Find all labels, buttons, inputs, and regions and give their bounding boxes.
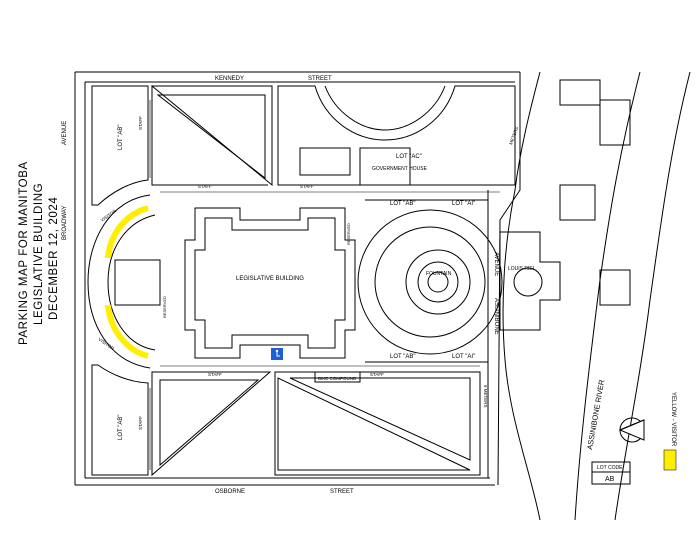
louis-riel-label: LOUIS RIEL [508, 266, 536, 272]
visitor-stalls-north [105, 205, 149, 259]
sw-block [91, 364, 149, 476]
legislative-building [184, 207, 356, 359]
legend-yellow-swatch [663, 449, 677, 471]
north-arc-inner [324, 85, 446, 131]
legislative-building-label: LEGISLATIVE BUILDING [236, 276, 304, 282]
accessible-parking-icon [271, 348, 283, 360]
street-kennedy-a: KENNEDY [215, 76, 244, 82]
assinibone-avenue-east [497, 72, 521, 486]
east-building-2 [599, 99, 631, 146]
nw-block [91, 85, 149, 206]
government-house-grounds [299, 147, 351, 176]
staff-label-s2: STAFF [370, 372, 384, 377]
lot-ab-ne-label: LOT "AB" [390, 201, 416, 207]
staff-label-n1: STAFF [198, 184, 212, 189]
lot-ac-label: LOT "AC" [396, 154, 422, 160]
legend-yellow-visitor: YELLOW - VISITOR [670, 392, 676, 447]
staff-label-s1: STAFF [208, 372, 222, 377]
east-circle-mid [374, 226, 486, 338]
east-circle-outer [357, 209, 503, 355]
west-crescent-inner [107, 214, 156, 351]
government-house-label: GOVERNMENT HOUSE [372, 166, 428, 172]
street-osborne-b: STREET [330, 489, 354, 495]
lot-ai-n-label: LOT "AI" [452, 201, 475, 207]
river-label: ASSINIBONE RIVER [585, 378, 606, 450]
fountain-label: FOUNTAIN [426, 271, 452, 277]
louis-riel-circle [513, 267, 543, 297]
river-bank-west [502, 71, 541, 521]
six-meters-label: 6 METERS [483, 385, 488, 408]
east-lot-edge [365, 199, 489, 363]
visitor-label-n: VISITOR [100, 208, 118, 223]
n-triangle-block [150, 85, 273, 187]
west-plaza [114, 259, 161, 306]
street-broadway-a: AVENUE [62, 121, 68, 145]
lot-ab-sw-label: LOT "AB" [118, 415, 124, 441]
nw-lot-rect [151, 86, 268, 186]
fountain-core [427, 271, 449, 293]
s-triangle-b [289, 377, 471, 461]
reserved-label-e: RESERVED [346, 223, 351, 245]
visitor-stalls-south [105, 304, 149, 359]
lot-code-box [591, 461, 631, 485]
bike-compound-label: BIKE COMPOUND [318, 376, 357, 381]
s-block-left-inner [159, 379, 260, 467]
north-lawn [277, 85, 516, 186]
lot-ab-se-label: LOT "AB" [390, 354, 416, 360]
government-house [359, 147, 411, 186]
staff-label-nw: STAFF [138, 116, 143, 130]
west-crescent-outer [87, 194, 151, 369]
east-building-4 [599, 269, 631, 306]
reserved-label-w: RESERVED [162, 296, 167, 318]
street-kennedy-b: STREET [308, 76, 332, 82]
visitor-label-s: VISITOR [97, 337, 115, 352]
street-broadway-b: BROADWAY [62, 206, 68, 240]
louis-riel-plaza [499, 231, 561, 331]
legislative-inner [194, 217, 346, 349]
lot-ai-s-label: LOT "AI" [452, 354, 475, 360]
river-bank-east-2 [614, 71, 691, 521]
map-title-line3: DECEMBER 12, 2024 [48, 196, 60, 320]
map-title-line1: PARKING MAP FOR MANITOBA [18, 161, 30, 345]
s-block-mid [274, 371, 481, 476]
fountain-inner [417, 261, 459, 303]
staff-label-sw: STAFF [138, 416, 143, 430]
lot-ab-nw-label: LOT "AB" [118, 125, 124, 151]
fountain-outer [405, 249, 471, 315]
s-triangle [277, 377, 471, 471]
street-assinibone-b: ASSINIBONE [493, 298, 499, 335]
lot-code-value: AB [605, 476, 615, 483]
street-assinibone-a: AVENUE [493, 252, 499, 276]
meters-label: METERS [508, 126, 519, 145]
staff-label-n2: STAFF [300, 184, 314, 189]
east-building-3 [559, 184, 596, 221]
map-title-line2: LEGISLATIVE BUILDING [33, 182, 45, 325]
street-osborne-a: OSBORNE [215, 489, 245, 495]
bike-compound-box [314, 371, 361, 383]
lot-code-label: LOT CODE [597, 465, 623, 471]
s-block-left [151, 371, 272, 477]
east-building-1 [559, 79, 601, 106]
north-arrow-icon [618, 417, 645, 443]
n-triangle-inner [156, 94, 266, 180]
